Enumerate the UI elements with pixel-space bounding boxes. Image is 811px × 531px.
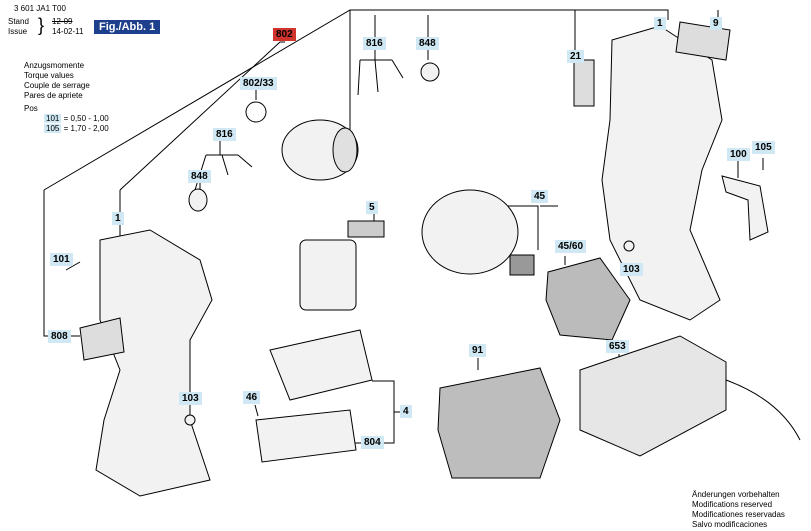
part-tag-45: 45: [531, 190, 549, 203]
issue-label: Issue: [8, 27, 28, 36]
issue-date: 14-02-11: [52, 27, 84, 36]
part-tag-848-top: 848: [416, 37, 439, 50]
switch-unit: [299, 239, 357, 311]
part-tag-653: 653: [606, 340, 629, 353]
part-tag-816-top: 816: [363, 37, 386, 50]
part-tag-9: 9: [710, 17, 722, 30]
bearing-848-top: [420, 62, 440, 82]
torque-title-de: Anzugsmomente: [24, 61, 85, 70]
charger-cable: [725, 379, 801, 441]
footer-line-en: Modifications reserved: [692, 500, 773, 509]
torque-value-105: = 1,70 - 2,00: [63, 124, 109, 133]
stand-date: 12-09: [52, 17, 73, 26]
part-tag-5: 5: [366, 201, 378, 214]
label-21: [573, 59, 595, 107]
o-ring: [245, 101, 267, 123]
part-tag-21: 21: [567, 50, 585, 63]
torque-title-fr: Couple de serrage: [24, 81, 90, 90]
brace-icon: }: [38, 15, 45, 35]
gear-housing: [421, 189, 519, 275]
leader-802-area: [119, 41, 285, 191]
part-tag-103-right: 103: [620, 263, 643, 276]
battery-contact-plate: [255, 409, 357, 463]
stand-label: Stand: [8, 17, 29, 26]
bracket-line-1: [43, 9, 669, 191]
electronics-board: [269, 329, 373, 401]
leader-101: [65, 261, 81, 271]
part-tag-101: 101: [50, 253, 73, 266]
battery-pack: [437, 367, 561, 479]
leader-816-top: [357, 15, 404, 96]
nut-103-left: [184, 414, 196, 426]
motor-face: [332, 127, 358, 173]
footer-line-de: Änderungen vorbehalten: [692, 490, 780, 499]
part-tag-1-right: 1: [654, 17, 666, 30]
part-tag-103-left: 103: [179, 392, 202, 405]
footer-line-es: Salvo modificaciones: [692, 520, 768, 529]
part-tag-91: 91: [469, 344, 487, 357]
label-808: [79, 317, 125, 361]
torque-row: 105 = 1,70 - 2,00: [44, 124, 109, 133]
part-tag-46: 46: [243, 391, 261, 404]
torque-title-en: Torque values: [24, 71, 74, 80]
nut-103-right: [623, 240, 635, 252]
part-tag-848-left: 848: [188, 170, 211, 183]
torque-pos-101: 101: [44, 114, 62, 123]
part-tag-802-33: 802/33: [240, 77, 277, 90]
leader-46: [254, 404, 259, 417]
part-tag-802: 802: [273, 28, 296, 41]
bearing-848-left: [188, 188, 208, 212]
torque-title-es: Pares de apriete: [24, 91, 83, 100]
part-tag-4: 4: [400, 405, 412, 418]
footer-line-fr: Modificationes reservadas: [692, 510, 785, 519]
part-tag-1-left: 1: [112, 212, 124, 225]
part-tag-816-left: 816: [213, 128, 236, 141]
charger: [579, 335, 727, 457]
part-tag-105: 105: [752, 141, 775, 154]
housing-left: [95, 229, 213, 497]
part-shapes: [79, 21, 769, 497]
figure-badge: Fig./Abb. 1: [94, 20, 161, 34]
torque-value-101: = 0,50 - 1,00: [63, 114, 109, 123]
document-number: 3 601 JA1 T00: [14, 4, 66, 13]
part-tag-808: 808: [48, 330, 71, 343]
part-tag-804: 804: [361, 436, 384, 449]
cover-5: [347, 220, 385, 238]
part-tag-100: 100: [727, 148, 750, 161]
torque-pos-105: 105: [44, 124, 62, 133]
belt-clip: [721, 175, 769, 241]
output-anvil: [509, 254, 535, 276]
part-tag-45-60: 45/60: [555, 240, 587, 253]
torque-row: 101 = 0,50 - 1,00: [44, 114, 109, 123]
nose-cover: [545, 257, 631, 341]
torque-pos-label: Pos: [24, 104, 38, 113]
